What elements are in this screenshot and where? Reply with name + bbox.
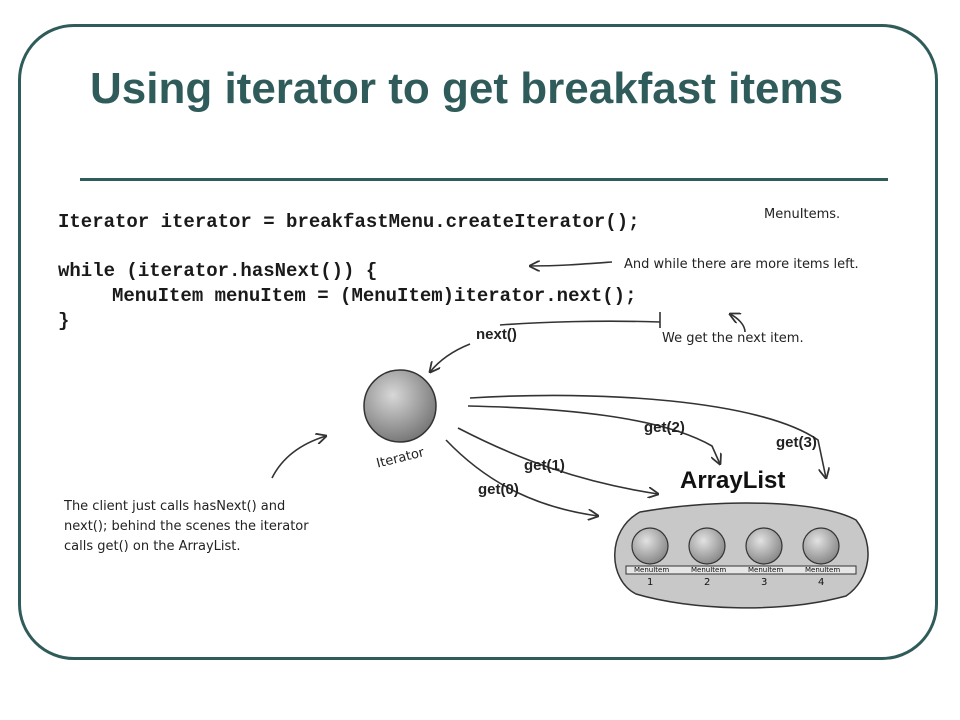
code-line-2: while (iterator.hasNext()) { [58,260,377,282]
arraylist-item-3: MenuItem 3 [745,527,783,588]
item-label-2: MenuItem [691,566,726,574]
arraylist-item-1: MenuItem 1 [631,527,669,588]
next-line [499,320,661,326]
menuitems-note: MenuItems. [764,207,840,222]
client-note-line-2: next(); behind the scenes the iterator [64,519,309,534]
arraylist-blob [614,502,869,609]
get2-arrow [467,405,720,464]
iterator-label: Iterator [375,445,426,471]
client-note-arrow [271,436,326,479]
item-index-3: 3 [761,577,767,588]
client-note-line-1: The client just calls hasNext() and [63,499,285,514]
get1-label: get(1) [524,457,565,474]
get0-arrow [445,439,598,516]
next-note-arrow [730,314,746,333]
get0-label: get(0) [478,481,519,498]
next-arrow [430,343,471,372]
client-note-line-3: calls get() on the ArrayList. [64,539,241,554]
get1-arrow [457,427,658,494]
arraylist-rail [625,565,857,575]
arraylist-item-4: MenuItem 4 [802,527,840,588]
item-label-4: MenuItem [805,566,840,574]
while-note-arrow [530,262,613,266]
code-line-3: MenuItem menuItem = (MenuItem)iterator.n… [112,285,637,307]
iterator-ball [363,369,437,443]
next-note: We get the next item. [662,331,804,346]
while-note: And while there are more items left. [624,257,859,272]
title-divider [80,178,888,181]
item-label-3: MenuItem [748,566,783,574]
get2-label: get(2) [644,419,685,436]
get3-arrow [469,394,826,478]
item-index-4: 4 [818,577,824,588]
arraylist-label: ArrayList [680,467,785,494]
slide-frame [18,24,938,660]
next-call-label: next() [476,326,517,343]
code-line-4: } [58,310,69,332]
item-index-2: 2 [704,577,710,588]
get3-label: get(3) [776,434,817,451]
arraylist-item-2: MenuItem 2 [688,527,726,588]
code-line-1: Iterator iterator = breakfastMenu.create… [58,211,640,233]
item-index-1: 1 [647,577,653,588]
item-label-1: MenuItem [634,566,669,574]
slide-title: Using iterator to get breakfast items [90,64,844,113]
